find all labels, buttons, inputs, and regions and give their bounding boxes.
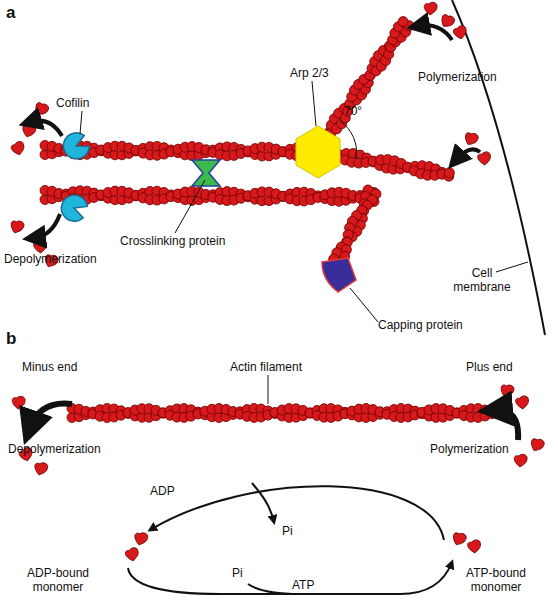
actin-subunit: [398, 17, 408, 27]
leader-line: [496, 262, 528, 272]
text-label: Depolymerization: [8, 442, 101, 456]
text-label: b: [6, 330, 16, 348]
text-label: Arp 2/3: [290, 66, 329, 80]
text-label: Depolymerization: [4, 252, 97, 266]
actin-monomer: [424, 2, 437, 15]
text-label: 70°: [344, 104, 362, 118]
actin-monomer: [463, 131, 479, 147]
leader-line: [268, 375, 269, 404]
phosphate-release-arrow: [252, 483, 274, 522]
actin-filaments: [40, 17, 497, 423]
actin-subunit: [444, 168, 454, 178]
actin-monomer: [514, 454, 527, 467]
actin-monomer: [10, 140, 26, 156]
cycle-arrow: [150, 486, 444, 540]
cycle-arrow: [128, 562, 452, 594]
leader-line: [80, 111, 82, 134]
actin-monomers: [9, 2, 545, 562]
text-label: Polymerization: [418, 70, 497, 84]
text-label: Cell membrane: [452, 266, 512, 294]
cofilin-protein: [58, 191, 90, 224]
text-label: ATP: [292, 578, 314, 592]
actin-monomer: [33, 239, 48, 254]
cell-membrane: [452, 0, 545, 335]
actin-monomer: [33, 461, 48, 476]
polymerization-arrow: [418, 25, 452, 40]
cofilin-protein: [59, 129, 92, 163]
capping-protein: [322, 258, 356, 292]
text-label: ADP-bound monomer: [16, 566, 100, 594]
actin-monomer: [9, 219, 25, 235]
actin-monomer: [133, 531, 148, 546]
actin-monomer: [124, 547, 140, 563]
depolymerization-arrow: [34, 214, 60, 238]
text-label: Pi: [232, 566, 243, 580]
text-label: ATP-bound monomer: [446, 566, 546, 594]
arp-complex: [296, 126, 340, 178]
leader-line: [312, 81, 316, 126]
text-label: Actin filament: [230, 360, 302, 374]
actin-monomer: [33, 100, 50, 117]
text-label: Pi: [282, 524, 293, 538]
text-label: Polymerization: [430, 442, 509, 456]
actin-monomer: [477, 151, 492, 166]
actin-monomer: [21, 123, 36, 138]
text-label: Cofilin: [56, 96, 89, 110]
leader-line: [350, 288, 378, 322]
text-label: Crosslinking protein: [120, 234, 225, 248]
actin-monomer: [452, 25, 468, 41]
actin-monomer: [451, 531, 467, 547]
text-label: a: [6, 4, 15, 22]
polymerization-arrow: [456, 149, 480, 160]
crosslinking-protein: [192, 160, 220, 186]
actin-monomer: [467, 539, 482, 554]
depolymerization-arrow: [30, 121, 62, 136]
depolymerization-arrow: [30, 404, 72, 429]
angle-arc: [340, 121, 357, 159]
polymerization-arrow: [495, 410, 518, 440]
text-label: ADP: [150, 484, 175, 498]
text-label: Minus end: [22, 360, 77, 374]
actin-monomer: [515, 395, 530, 410]
leader-line: [175, 180, 205, 233]
actin-monomer: [529, 437, 545, 453]
actin-monomer: [12, 396, 25, 409]
actin-monomer: [499, 383, 515, 399]
text-label: Plus end: [466, 360, 513, 374]
text-label: Capping protein: [378, 318, 463, 332]
